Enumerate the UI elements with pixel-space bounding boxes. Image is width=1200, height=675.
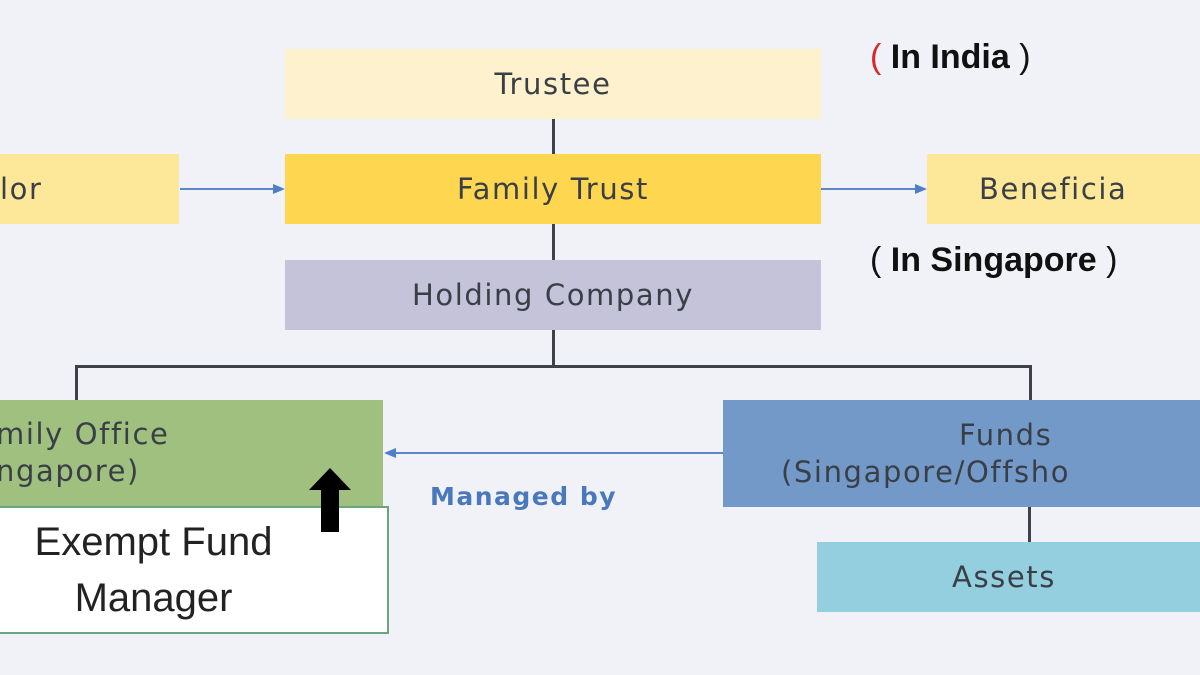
arrow-head-right-icon — [273, 184, 285, 194]
node-family-office: mily Office ngapore) — [0, 400, 383, 508]
node-family-trust: Family Trust — [285, 154, 821, 224]
node-assets-label: Assets — [952, 559, 1056, 594]
node-family-office-line2: ngapore) — [0, 454, 140, 488]
arrow-settlor-to-trust-line — [180, 188, 275, 190]
node-holding-company-label: Holding Company — [411, 277, 695, 312]
node-trustee-label: Trustee — [494, 66, 612, 101]
node-settlor: lor — [0, 154, 179, 224]
node-funds-line2: (Singapore/Offsho — [781, 454, 1071, 489]
node-funds: Funds (Singapore/Offsho — [723, 400, 1200, 507]
annotation-in-singapore: ( In Singapore ) — [870, 241, 1117, 280]
node-family-office-line1: mily Office — [0, 417, 170, 451]
node-family-trust-label: Family Trust — [457, 171, 649, 206]
arrow-trust-to-beneficiaries-line — [821, 188, 918, 190]
connector-funds-assets — [1028, 506, 1031, 543]
connector-horizontal-bar — [75, 365, 1032, 368]
connector-to-funds — [1029, 365, 1032, 401]
node-beneficiaries-label: Beneficia — [979, 171, 1128, 206]
annotation-in-singapore-text: In Singapore — [881, 241, 1107, 279]
annotation-in-india: ( In India ) — [870, 38, 1031, 77]
arrow-head-left-icon — [384, 448, 396, 458]
label-managed-by: Managed by — [430, 482, 618, 511]
node-assets: Assets — [817, 542, 1200, 612]
annotation-in-singapore-open-paren: ( — [870, 241, 882, 279]
arrow-funds-to-family-office-line — [395, 452, 725, 454]
annotation-in-india-close-paren: ) — [1019, 38, 1031, 76]
node-exempt-fund-manager-line1: Exempt Fund — [34, 520, 273, 564]
connector-holding-down — [552, 329, 555, 367]
connector-trustee-trust — [552, 118, 555, 155]
connector-trust-holding — [552, 224, 555, 260]
arrow-head-right-icon — [915, 184, 927, 194]
up-arrow-icon — [309, 468, 351, 532]
node-funds-line1: Funds — [959, 417, 1053, 452]
node-beneficiaries: Beneficia — [927, 154, 1200, 224]
annotation-in-india-open-paren: ( — [870, 38, 882, 76]
annotation-in-india-text: In India — [881, 38, 1020, 76]
node-holding-company: Holding Company — [285, 260, 821, 330]
node-settlor-label: lor — [0, 171, 43, 206]
node-trustee: Trustee — [285, 49, 821, 119]
node-exempt-fund-manager-line2: Manager — [74, 576, 233, 620]
connector-to-family-office — [75, 365, 78, 401]
annotation-in-singapore-close-paren: ) — [1106, 241, 1118, 279]
